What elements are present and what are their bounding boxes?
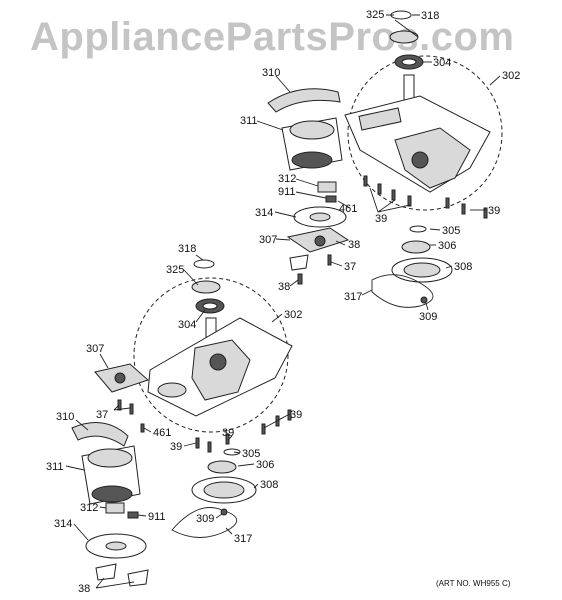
lower-switch-312 <box>105 502 125 514</box>
upper-nut-309 <box>420 296 428 304</box>
upper-bracket-38 <box>289 254 309 271</box>
lower-bearing-325 <box>191 280 221 294</box>
upper-clip-911 <box>325 195 337 203</box>
lower-nut-309 <box>220 508 228 516</box>
callout-lower-308: 308 <box>260 479 278 491</box>
upper-assembly: 325 318 304 302 310 311 312 911 461 39 3… <box>240 9 520 323</box>
upper-switch-312 <box>317 181 337 193</box>
callout-lower-39a: 39 <box>170 441 182 453</box>
lower-hub-306 <box>207 460 237 474</box>
lower-transmission-group-outline <box>133 277 289 433</box>
callout-lower-325: 325 <box>166 264 184 276</box>
upper-hub-306 <box>401 240 431 254</box>
callout-lower-304: 304 <box>178 319 196 331</box>
upper-bolt-37 <box>327 254 332 266</box>
lower-screw-set-39 <box>195 409 292 453</box>
callout-lower-305: 305 <box>242 448 260 460</box>
lower-retaining-ring-318 <box>193 259 215 269</box>
callout-upper-307: 307 <box>259 234 277 246</box>
callout-lower-314: 314 <box>54 518 72 530</box>
callout-lower-39b: 39 <box>222 427 234 439</box>
watermark: AppliancePartsPros.com <box>30 15 515 59</box>
callout-lower-309: 309 <box>196 513 214 525</box>
callout-upper-318: 318 <box>421 10 439 22</box>
lower-bracket-38b <box>127 569 149 587</box>
callout-upper-308: 308 <box>454 261 472 273</box>
callout-upper-38a: 38 <box>348 239 360 251</box>
callout-upper-38b: 38 <box>278 281 290 293</box>
upper-motor-cover-310 <box>267 88 341 113</box>
callout-lower-317: 317 <box>234 533 252 545</box>
callout-lower-39c: 39 <box>290 409 302 421</box>
art-number: (ART NO. WH955 C) <box>436 579 511 588</box>
upper-screw-set-39 <box>363 175 488 219</box>
callout-upper-39b: 39 <box>488 205 500 217</box>
callout-lower-318: 318 <box>178 243 196 255</box>
lower-bolt-461 <box>140 423 145 433</box>
callout-upper-461: 461 <box>339 203 357 215</box>
callout-upper-304: 304 <box>433 57 451 69</box>
callout-lower-311: 311 <box>46 461 64 473</box>
upper-belt-317 <box>371 274 434 308</box>
callout-upper-39a: 39 <box>375 213 387 225</box>
callout-lower-306: 306 <box>256 459 274 471</box>
callout-lower-911: 911 <box>148 511 166 523</box>
callout-lower-461: 461 <box>153 427 171 439</box>
callout-upper-305: 305 <box>442 225 460 237</box>
upper-transmission-group-outline <box>347 55 503 211</box>
callout-upper-317: 317 <box>344 291 362 303</box>
callout-lower-38: 38 <box>78 583 90 595</box>
upper-washer-305 <box>409 225 427 233</box>
lower-bolt-37a <box>117 399 122 411</box>
lower-belt-317 <box>171 507 237 538</box>
lower-assembly: 318 325 304 302 307 37 461 310 39 39 39 … <box>46 243 302 595</box>
lower-bracket-38a <box>95 563 117 581</box>
callout-lower-312: 312 <box>80 502 98 514</box>
callout-upper-911: 911 <box>278 186 296 198</box>
callout-lower-310: 310 <box>56 411 74 423</box>
callout-upper-310: 310 <box>262 67 280 79</box>
callout-upper-306: 306 <box>438 240 456 252</box>
callout-lower-307: 307 <box>86 343 104 355</box>
callout-upper-314: 314 <box>255 207 273 219</box>
lower-clip-911 <box>127 511 139 519</box>
callout-upper-37: 37 <box>344 261 356 273</box>
lower-motor-cover-310 <box>71 422 129 447</box>
callout-upper-311: 311 <box>240 115 258 127</box>
callout-upper-309: 309 <box>419 311 437 323</box>
callout-upper-302: 302 <box>502 70 520 82</box>
callout-upper-325: 325 <box>366 9 384 21</box>
upper-bearing-325 <box>389 30 419 44</box>
callout-upper-312: 312 <box>278 173 296 185</box>
callout-lower-37: 37 <box>96 409 108 421</box>
lower-bolt-37b <box>129 403 134 415</box>
lower-washer-305 <box>223 448 241 456</box>
callout-lower-302: 302 <box>284 309 302 321</box>
